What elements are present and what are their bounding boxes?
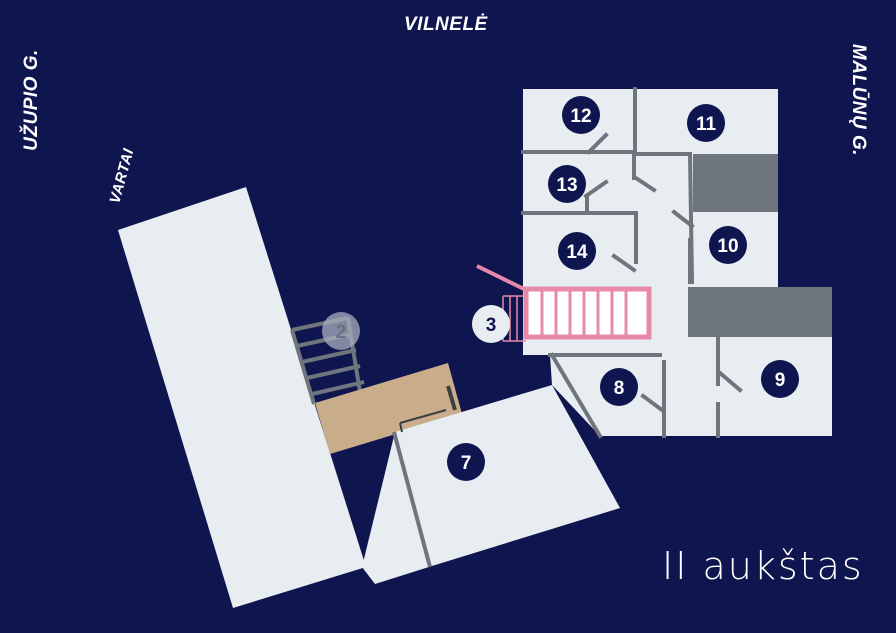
wall xyxy=(446,385,457,411)
room-badge-11[interactable]: 11 xyxy=(687,104,725,142)
wall xyxy=(399,422,403,433)
room-badge-2[interactable]: 2 xyxy=(322,312,360,350)
svg-text:8: 8 xyxy=(614,378,625,399)
svg-text:12: 12 xyxy=(570,106,591,127)
svg-text:11: 11 xyxy=(696,114,717,135)
gray-block-upper xyxy=(693,154,778,212)
room-badge-13[interactable]: 13 xyxy=(548,165,586,203)
svg-text:14: 14 xyxy=(566,242,588,263)
walls xyxy=(521,87,743,439)
main-staircase[interactable] xyxy=(476,264,652,342)
door xyxy=(399,409,447,424)
svg-text:9: 9 xyxy=(775,370,786,391)
room-badge-7[interactable]: 7 xyxy=(447,443,485,481)
street-label-vilnele: VILNELĖ xyxy=(404,14,488,35)
room-badge-10[interactable]: 10 xyxy=(709,226,747,264)
room-badge-3[interactable]: 3 xyxy=(472,305,510,343)
svg-text:13: 13 xyxy=(556,175,577,196)
room-badge-9[interactable]: 9 xyxy=(761,360,799,398)
terrace xyxy=(315,363,462,454)
floor-label: II aukštas xyxy=(662,544,864,588)
wall xyxy=(392,431,432,568)
room-7-area xyxy=(362,385,620,584)
left-wing-building xyxy=(118,187,366,608)
room-badge-8[interactable]: 8 xyxy=(600,368,638,406)
svg-text:2: 2 xyxy=(336,322,347,343)
room-badge-12[interactable]: 12 xyxy=(562,96,600,134)
room-badge-14[interactable]: 14 xyxy=(558,232,596,270)
svg-text:7: 7 xyxy=(461,453,472,474)
svg-text:10: 10 xyxy=(717,236,738,257)
svg-text:3: 3 xyxy=(486,315,497,336)
gray-block-lower xyxy=(688,287,832,337)
